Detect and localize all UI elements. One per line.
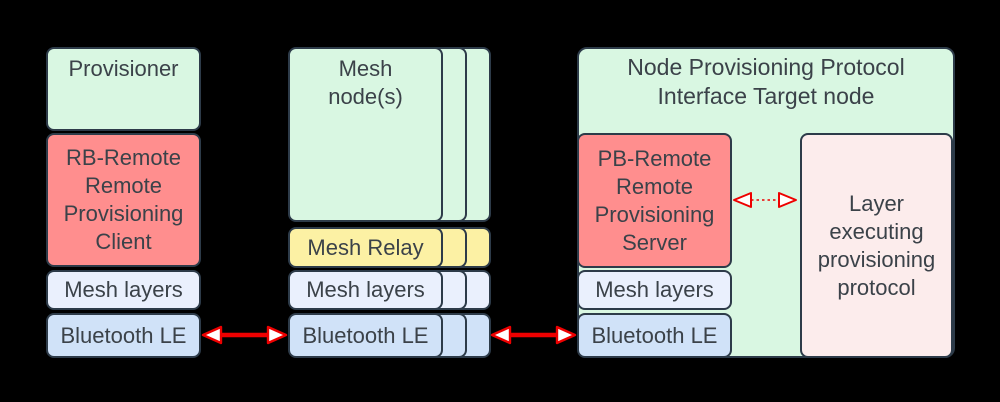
target-bluetooth-le-box: Bluetooth LE [577,313,732,358]
remote-provisioning-server-box: PB-Remote Remote Provisioning Server [577,133,732,268]
remote-provisioning-client-box: RB-Remote Remote Provisioning Client [46,133,201,267]
ble-link-arrow-left [201,325,288,345]
mesh-nodes-bluetooth-le-stack: Bluetooth LE [288,313,491,358]
target-node-title: Node Provisioning Protocol Interface Tar… [627,54,905,109]
mesh-relay-front-card: Mesh Relay [288,227,443,268]
target-mesh-layers-box: Mesh layers [577,270,732,310]
bluetooth-le-front-card: Bluetooth LE [288,313,443,358]
provisioning-layer-box: Layer executing provisioning protocol [800,133,953,358]
ble-link-arrow-right [490,325,577,345]
provisioner-bluetooth-le-box: Bluetooth LE [46,313,201,358]
mesh-nodes-front-card: Mesh node(s) [288,47,443,222]
mesh-nodes-mesh-layers-stack: Mesh layers [288,270,491,310]
provisioner-box: Provisioner [46,47,201,131]
mesh-relay-stack: Mesh Relay [288,227,491,268]
provisioner-mesh-layers-box: Mesh layers [46,270,201,310]
mesh-nodes-stack: Mesh node(s) [288,47,491,222]
mesh-layers-front-card: Mesh layers [288,270,443,310]
